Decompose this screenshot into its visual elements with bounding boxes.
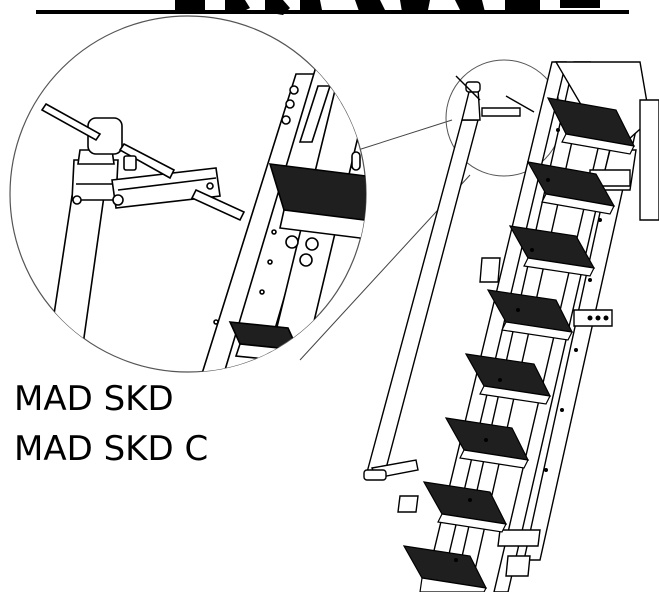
detail-magnifier-circle — [9, 15, 367, 373]
model-label-mad-skd: MAD SKD — [14, 379, 174, 419]
ladder-treads — [402, 97, 636, 592]
rail-fasteners — [454, 128, 609, 562]
tread-2 — [526, 161, 616, 215]
tread-8 — [402, 545, 488, 592]
tread-1 — [546, 97, 636, 155]
tread-5 — [464, 353, 552, 405]
tread-7 — [422, 481, 508, 533]
tread-3 — [508, 225, 596, 277]
model-labels: MAD SKD MAD SKD C — [14, 374, 208, 474]
tread-4 — [486, 289, 574, 341]
model-label-mad-skd-c: MAD SKD C — [14, 429, 209, 469]
title-remnant — [36, 0, 629, 15]
